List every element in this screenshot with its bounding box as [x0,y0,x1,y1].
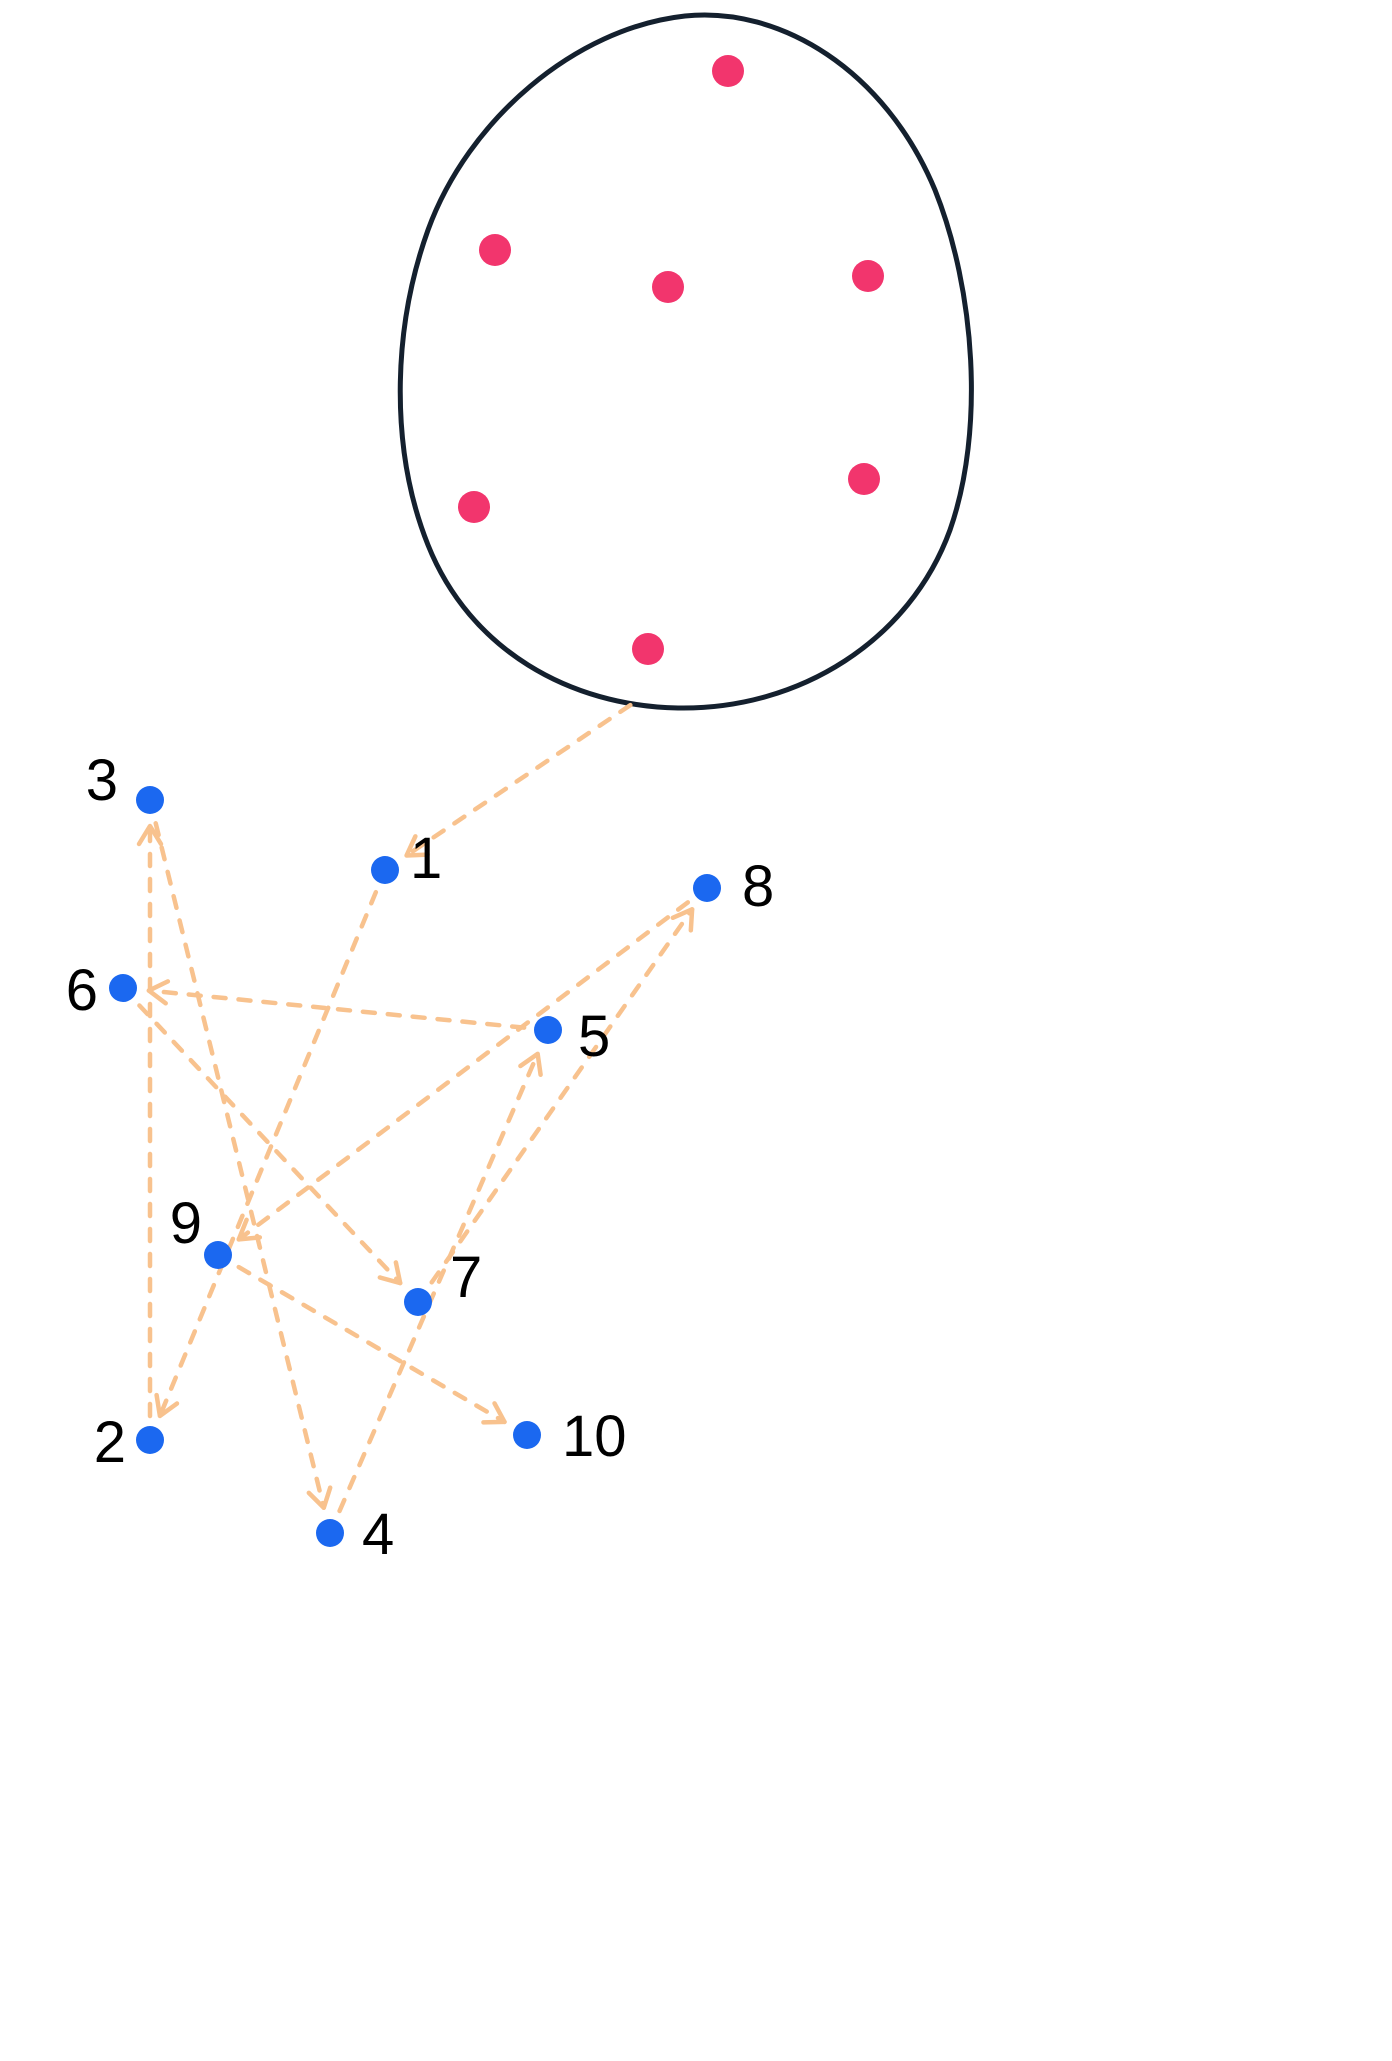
sample-node-label-7: 7 [450,1245,482,1310]
sample-node-dot-4 [316,1519,344,1547]
population-dot-7 [632,633,664,665]
arrow-blob-to-1 [404,702,633,858]
sample-node-dot-10 [513,1421,541,1449]
sample-node-label-3: 3 [86,748,118,813]
sample-node-dot-8 [693,874,721,902]
arrow-4-to-5 [337,1051,543,1514]
sample-node-label-2: 2 [94,1410,126,1475]
sample-node-label-8: 8 [742,854,774,919]
arrow-8-to-9 [236,900,691,1242]
population-dot-6 [848,463,880,495]
sample-node-dot-5 [534,1016,562,1044]
population-dot-3 [652,271,684,303]
population-outline [397,12,974,711]
sample-node-label-9: 9 [170,1191,202,1256]
arrow-5-to-6 [146,979,527,1030]
sample-node-dot-7 [404,1288,432,1316]
arrow-1-to-2 [154,889,379,1419]
sample-node-dot-3 [136,786,164,814]
sample-node-dot-6 [109,974,137,1002]
population-dot-5 [458,491,490,523]
sample-node-dot-2 [136,1426,164,1454]
arrow-3-to-4 [153,821,333,1511]
arrow-6-to-7 [137,1003,403,1286]
population-dot-4 [852,260,884,292]
sample-node-label-10: 10 [562,1404,627,1469]
arrow-7-to-8 [429,907,695,1285]
sample-node-label-6: 6 [66,958,98,1023]
sample-node-label-1: 1 [410,826,442,891]
sample-node-dot-9 [204,1241,232,1269]
population-dot-2 [479,234,511,266]
population-dot-1 [712,55,744,87]
sample-node-dot-1 [371,856,399,884]
sample-node-label-5: 5 [578,1004,610,1069]
sample-node-label-4: 4 [362,1502,394,1567]
arrow-9-to-10 [236,1264,507,1425]
